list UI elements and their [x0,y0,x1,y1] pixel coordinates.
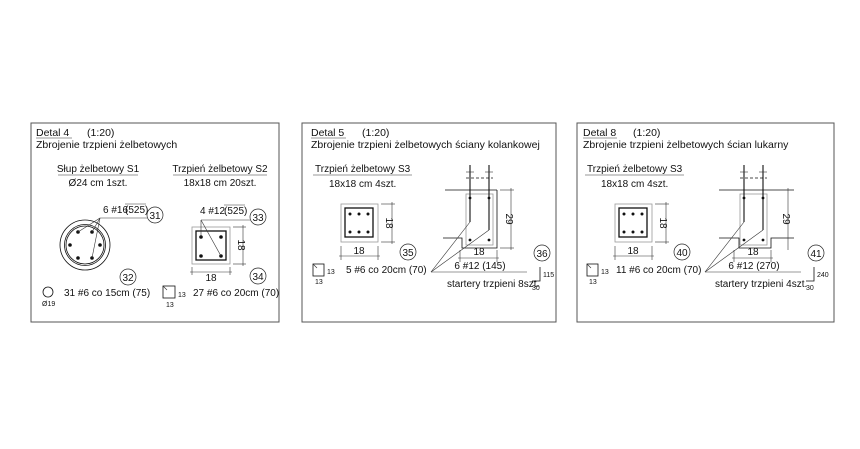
dim-height: 18 [657,217,668,229]
stirrup-label: 31 #6 co 15cm (75) [64,288,150,299]
mark-number: 41 [810,249,822,260]
hook-dim-b: 30 [532,285,540,292]
square-stirrup-icon [586,263,599,277]
stirrup-dim-b: 13 [315,279,323,286]
stirrup-dim: Ø19 [42,301,55,308]
round-column-section [59,217,147,271]
mark-bubble [119,268,137,286]
dim-width: 18 [205,273,217,284]
stirrup-dim-a: 13 [178,292,186,299]
stirrup-dim-a: 13 [601,269,609,276]
mark-number: 34 [252,272,264,283]
panel-frame [301,122,557,323]
mark-bubble [146,206,164,224]
element-spec: 18x18 cm 4szt. [329,179,396,190]
mark-bubble [807,244,825,262]
section-drawing: Trzpień żelbetowy S3 18x18 cm 4szt. 18 1… [312,164,554,292]
detail-4-panel: Detal 4 (1:20) Zbrojenie trzpieni żelbet… [30,122,280,323]
element-spec: Ø24 cm 1szt. [69,178,128,189]
detail-8-panel: Detal 8 (1:20) Zbrojenie trzpieni żelbet… [576,122,835,323]
mark-bubble [533,244,551,262]
stirrup-dim-a: 13 [327,269,335,276]
stirrup-label: 27 #6 co 20cm (70) [193,288,279,299]
dim-height: 18 [235,239,246,251]
mark-bubble [399,243,417,261]
element-name: Trzpień żelbetowy S3 [587,164,683,175]
mark-number: 40 [676,248,688,259]
square-column-section [190,219,250,275]
dim-height: 18 [383,217,394,229]
dim-width: 18 [627,246,639,257]
section-drawing: Trzpień żelbetowy S3 18x18 cm 4szt. 18 1… [585,164,829,292]
starter-bars-label: 6 #12 (145) [454,261,505,272]
detail-subtitle: Zbrojenie trzpieni żelbetowych ściany ko… [311,139,540,151]
element-name: Trzpień żelbetowy S3 [315,164,411,175]
stirrup-dim-b: 13 [589,279,597,286]
square-stirrup-icon [312,263,325,277]
mark-number: 36 [536,249,548,260]
hook-dim-a: 240 [817,272,829,279]
dim-width: 18 [747,247,759,258]
mark-bubble [673,243,691,261]
main-bars-length: (525) [224,206,247,217]
detail-scale: (1:20) [362,127,389,139]
hook-bar-shape [532,267,541,282]
detail-5-panel: Detal 5 (1:20) Zbrojenie trzpieni żelbet… [301,122,557,323]
detail-title: Detal 4 [36,127,69,139]
detail-subtitle: Zbrojenie trzpieni żelbetowych [36,139,177,151]
detail-subtitle: Zbrojenie trzpieni żelbetowych ścian luk… [583,139,789,151]
starter-label: startery trzpieni 8szt. [447,279,539,290]
dim-height: 29 [503,213,514,225]
stirrup-label: 5 #6 co 20cm (70) [346,265,427,276]
element-name: Trzpień żelbetowy S2 [172,164,268,175]
stirrup-dim-b: 13 [166,302,174,309]
square-stirrup-icon [162,285,176,299]
hook-dim-b: 30 [806,285,814,292]
starter-label: startery trzpieni 4szt. [715,279,807,290]
hook-bar-shape [806,267,815,282]
dim-width: 18 [473,247,485,258]
stirrup-label: 11 #6 co 20cm (70) [616,265,701,276]
detail-title: Detal 5 [311,127,344,139]
hook-dim-a: 115 [543,272,554,279]
mark-bubble [249,208,267,226]
dim-height: 29 [780,213,791,225]
element-spec: 18x18 cm 20szt. [184,178,257,189]
main-bars-label: 4 #12 [200,206,225,217]
mark-number: 35 [402,248,414,259]
spiral-stirrup-icon [42,286,54,298]
element-name: Słup żelbetowy S1 [57,164,140,175]
main-bars-label: 6 #16 [103,205,128,216]
dim-width: 18 [353,246,365,257]
mark-number: 32 [122,273,134,284]
starter-bars-label: 6 #12 (270) [728,261,779,272]
mark-number: 31 [149,211,161,222]
element-spec: 18x18 cm 4szt. [601,179,668,190]
detail-scale: (1:20) [633,127,660,139]
panel-frame [576,122,835,323]
detail-title: Detal 8 [583,127,616,139]
mark-number: 33 [252,213,264,224]
detail-scale: (1:20) [87,127,114,139]
mark-bubble [249,267,267,285]
main-bars-length: (525) [125,205,148,216]
